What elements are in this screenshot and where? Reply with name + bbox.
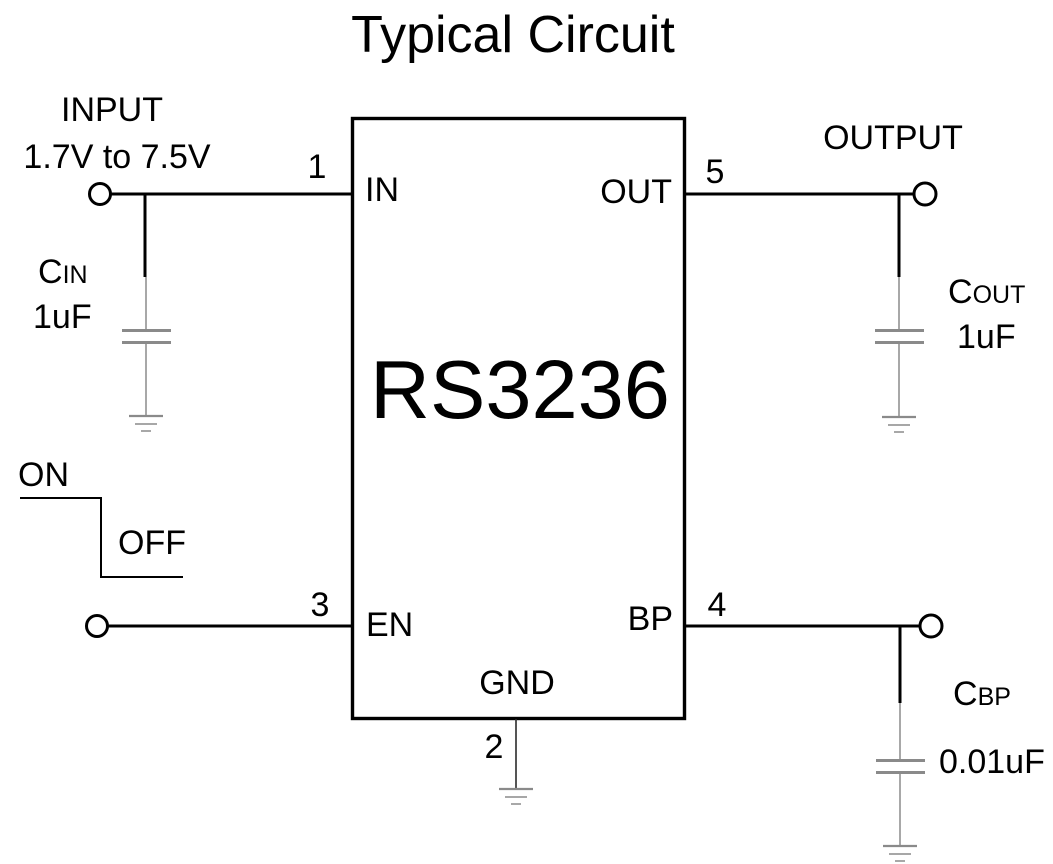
- cout-subscript: OUT: [972, 281, 1026, 309]
- pin-number-bp: 4: [707, 586, 727, 624]
- cbp-capacitor-icon: [876, 703, 925, 862]
- pin-number-gnd: 2: [484, 728, 504, 766]
- cin-ground-icon: [129, 414, 163, 432]
- diagram-title: Typical Circuit: [351, 6, 675, 64]
- pin-number-in: 1: [307, 148, 327, 186]
- input-label: INPUT: [61, 91, 163, 129]
- output-label: OUTPUT: [823, 119, 963, 157]
- ic-part-number: RS3236: [370, 343, 670, 436]
- cin-label: CIN: [38, 255, 88, 289]
- wires: [108, 192, 920, 703]
- pin-label-in: IN: [365, 171, 399, 209]
- input-voltage-range: 1.7V to 7.5V: [23, 138, 211, 176]
- output-terminal-icon: [912, 181, 938, 207]
- enable-on-label: ON: [18, 456, 69, 494]
- pin-label-gnd: GND: [479, 664, 555, 702]
- cout-ground-icon: [882, 415, 916, 433]
- pin-label-en: EN: [366, 606, 414, 644]
- cin-subscript: IN: [62, 261, 88, 289]
- ic-body: [350, 116, 687, 721]
- cout-label: COUT: [948, 275, 1025, 309]
- pin-label-out: OUT: [600, 173, 672, 211]
- cbp-label: CBP: [953, 677, 1011, 711]
- pin-label-bp: BP: [627, 600, 673, 638]
- enable-off-label: OFF: [118, 524, 186, 562]
- cout-symbol: C: [948, 273, 973, 311]
- cbp-symbol: C: [953, 675, 978, 713]
- terminals: [85, 181, 944, 639]
- gnd-pin-lead: [499, 719, 533, 805]
- cbp-subscript: BP: [977, 683, 1011, 711]
- input-terminal-icon: [88, 182, 112, 206]
- bypass-terminal-icon: [918, 613, 944, 639]
- pin-number-en: 3: [310, 586, 330, 624]
- cin-capacitor-icon: [122, 277, 171, 432]
- cout-capacitor-icon: [875, 277, 924, 433]
- enable-waveform-icon: [20, 497, 183, 578]
- cbp-value: 0.01uF: [939, 743, 1045, 781]
- cin-value: 1uF: [33, 298, 92, 336]
- gnd-ground-icon: [499, 787, 533, 805]
- enable-terminal-icon: [85, 614, 109, 638]
- cout-value: 1uF: [957, 318, 1016, 356]
- cin-symbol: C: [38, 253, 63, 291]
- pin-number-out: 5: [705, 153, 725, 191]
- cbp-ground-icon: [883, 844, 917, 862]
